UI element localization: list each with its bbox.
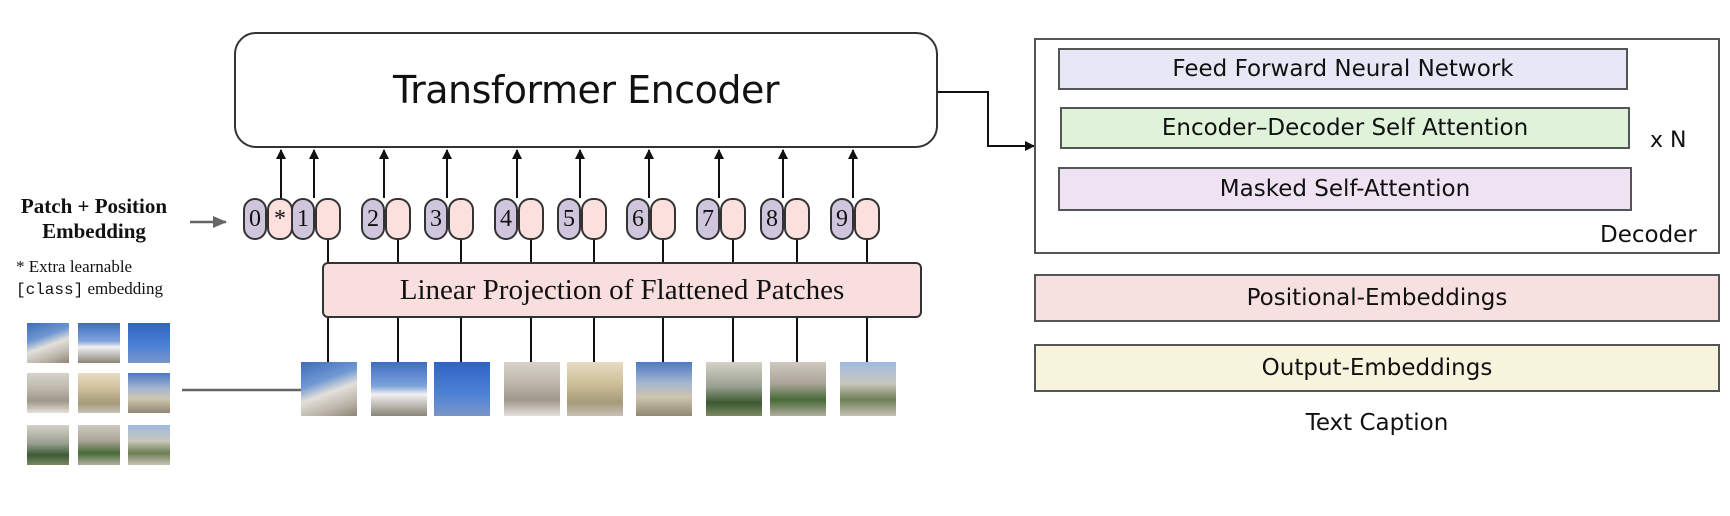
patch-token-position: 4 xyxy=(494,198,518,240)
patch-token-embedding xyxy=(720,198,746,240)
transformer-encoder-box: Transformer Encoder xyxy=(234,32,938,148)
tower-patch xyxy=(128,373,170,413)
patch-token-position: 1 xyxy=(291,198,315,240)
masked-self-attention-layer: Masked Self-Attention xyxy=(1058,167,1632,211)
repeat-n-label: x N xyxy=(1650,128,1687,153)
blue-sky-patch xyxy=(128,323,170,363)
token-to-encoder-arrows xyxy=(276,149,868,262)
positional-embeddings-label: Positional-Embeddings xyxy=(1246,285,1508,311)
garden-right-patch xyxy=(840,362,896,416)
extra-learnable-note: * Extra learnable xyxy=(16,257,133,276)
class-keyword: [class] xyxy=(16,281,84,299)
embedding-label-line2: Embedding xyxy=(42,219,146,243)
patch-token-position: 2 xyxy=(361,198,385,240)
garden-center-patch xyxy=(770,362,826,416)
patch-token-position: 6 xyxy=(626,198,650,240)
patch-token-embedding xyxy=(784,198,810,240)
patch-position-embedding-label: Patch + Position Embedding xyxy=(4,194,184,244)
blue-sky-patch xyxy=(434,362,490,416)
patch-token-embedding xyxy=(581,198,607,240)
encoder-decoder-attention-label: Encoder–Decoder Self Attention xyxy=(1161,115,1529,141)
patch-token-embedding xyxy=(650,198,676,240)
facade-left-patch xyxy=(504,362,560,416)
patch-token-position: 7 xyxy=(696,198,720,240)
feed-forward-label: Feed Forward Neural Network xyxy=(1172,56,1514,82)
class-token-position: 0 xyxy=(243,198,267,240)
palace-roof-patch xyxy=(27,323,69,363)
output-embeddings-box: Output-Embeddings xyxy=(1034,344,1720,392)
sky-tower-patch xyxy=(371,362,427,416)
class-token-embedding: * xyxy=(267,198,293,240)
sky-tower-patch xyxy=(78,323,120,363)
decoder-label: Decoder xyxy=(1600,222,1697,248)
patch-token-embedding xyxy=(518,198,544,240)
encoder-title: Transformer Encoder xyxy=(393,68,779,112)
encoder-to-decoder-arrow xyxy=(938,91,1035,151)
output-embeddings-label: Output-Embeddings xyxy=(1261,355,1493,381)
patch-token-position: 3 xyxy=(424,198,448,240)
patch-token-embedding xyxy=(854,198,880,240)
feed-forward-layer: Feed Forward Neural Network xyxy=(1058,48,1628,90)
patch-token-embedding xyxy=(385,198,411,240)
garden-left-patch xyxy=(27,425,69,465)
projection-title: Linear Projection of Flattened Patches xyxy=(399,273,845,306)
tower-patch xyxy=(636,362,692,416)
masked-self-attention-label: Masked Self-Attention xyxy=(1219,176,1471,202)
patch-token-embedding xyxy=(448,198,474,240)
encoder-decoder-attention-layer: Encoder–Decoder Self Attention xyxy=(1060,107,1630,149)
facade-center-patch xyxy=(567,362,623,416)
patch-token-position: 9 xyxy=(830,198,854,240)
garden-left-patch xyxy=(706,362,762,416)
patch-to-projection-lines xyxy=(327,318,868,362)
palace-roof-patch xyxy=(301,362,357,416)
class-embedding-note: [class] embedding xyxy=(16,279,163,299)
linear-projection-box: Linear Projection of Flattened Patches xyxy=(322,262,922,318)
text-caption: Text Caption xyxy=(1305,410,1449,436)
facade-left-patch xyxy=(27,373,69,413)
positional-embeddings-box: Positional-Embeddings xyxy=(1034,274,1720,322)
garden-right-patch xyxy=(128,425,170,465)
patch-token-embedding xyxy=(315,198,341,240)
embedding-label-line1: Patch + Position xyxy=(20,194,168,218)
patch-token-position: 5 xyxy=(557,198,581,240)
facade-center-patch xyxy=(78,373,120,413)
embedding-word: embedding xyxy=(87,279,164,298)
garden-center-patch xyxy=(78,425,120,465)
patch-token-position: 8 xyxy=(760,198,784,240)
